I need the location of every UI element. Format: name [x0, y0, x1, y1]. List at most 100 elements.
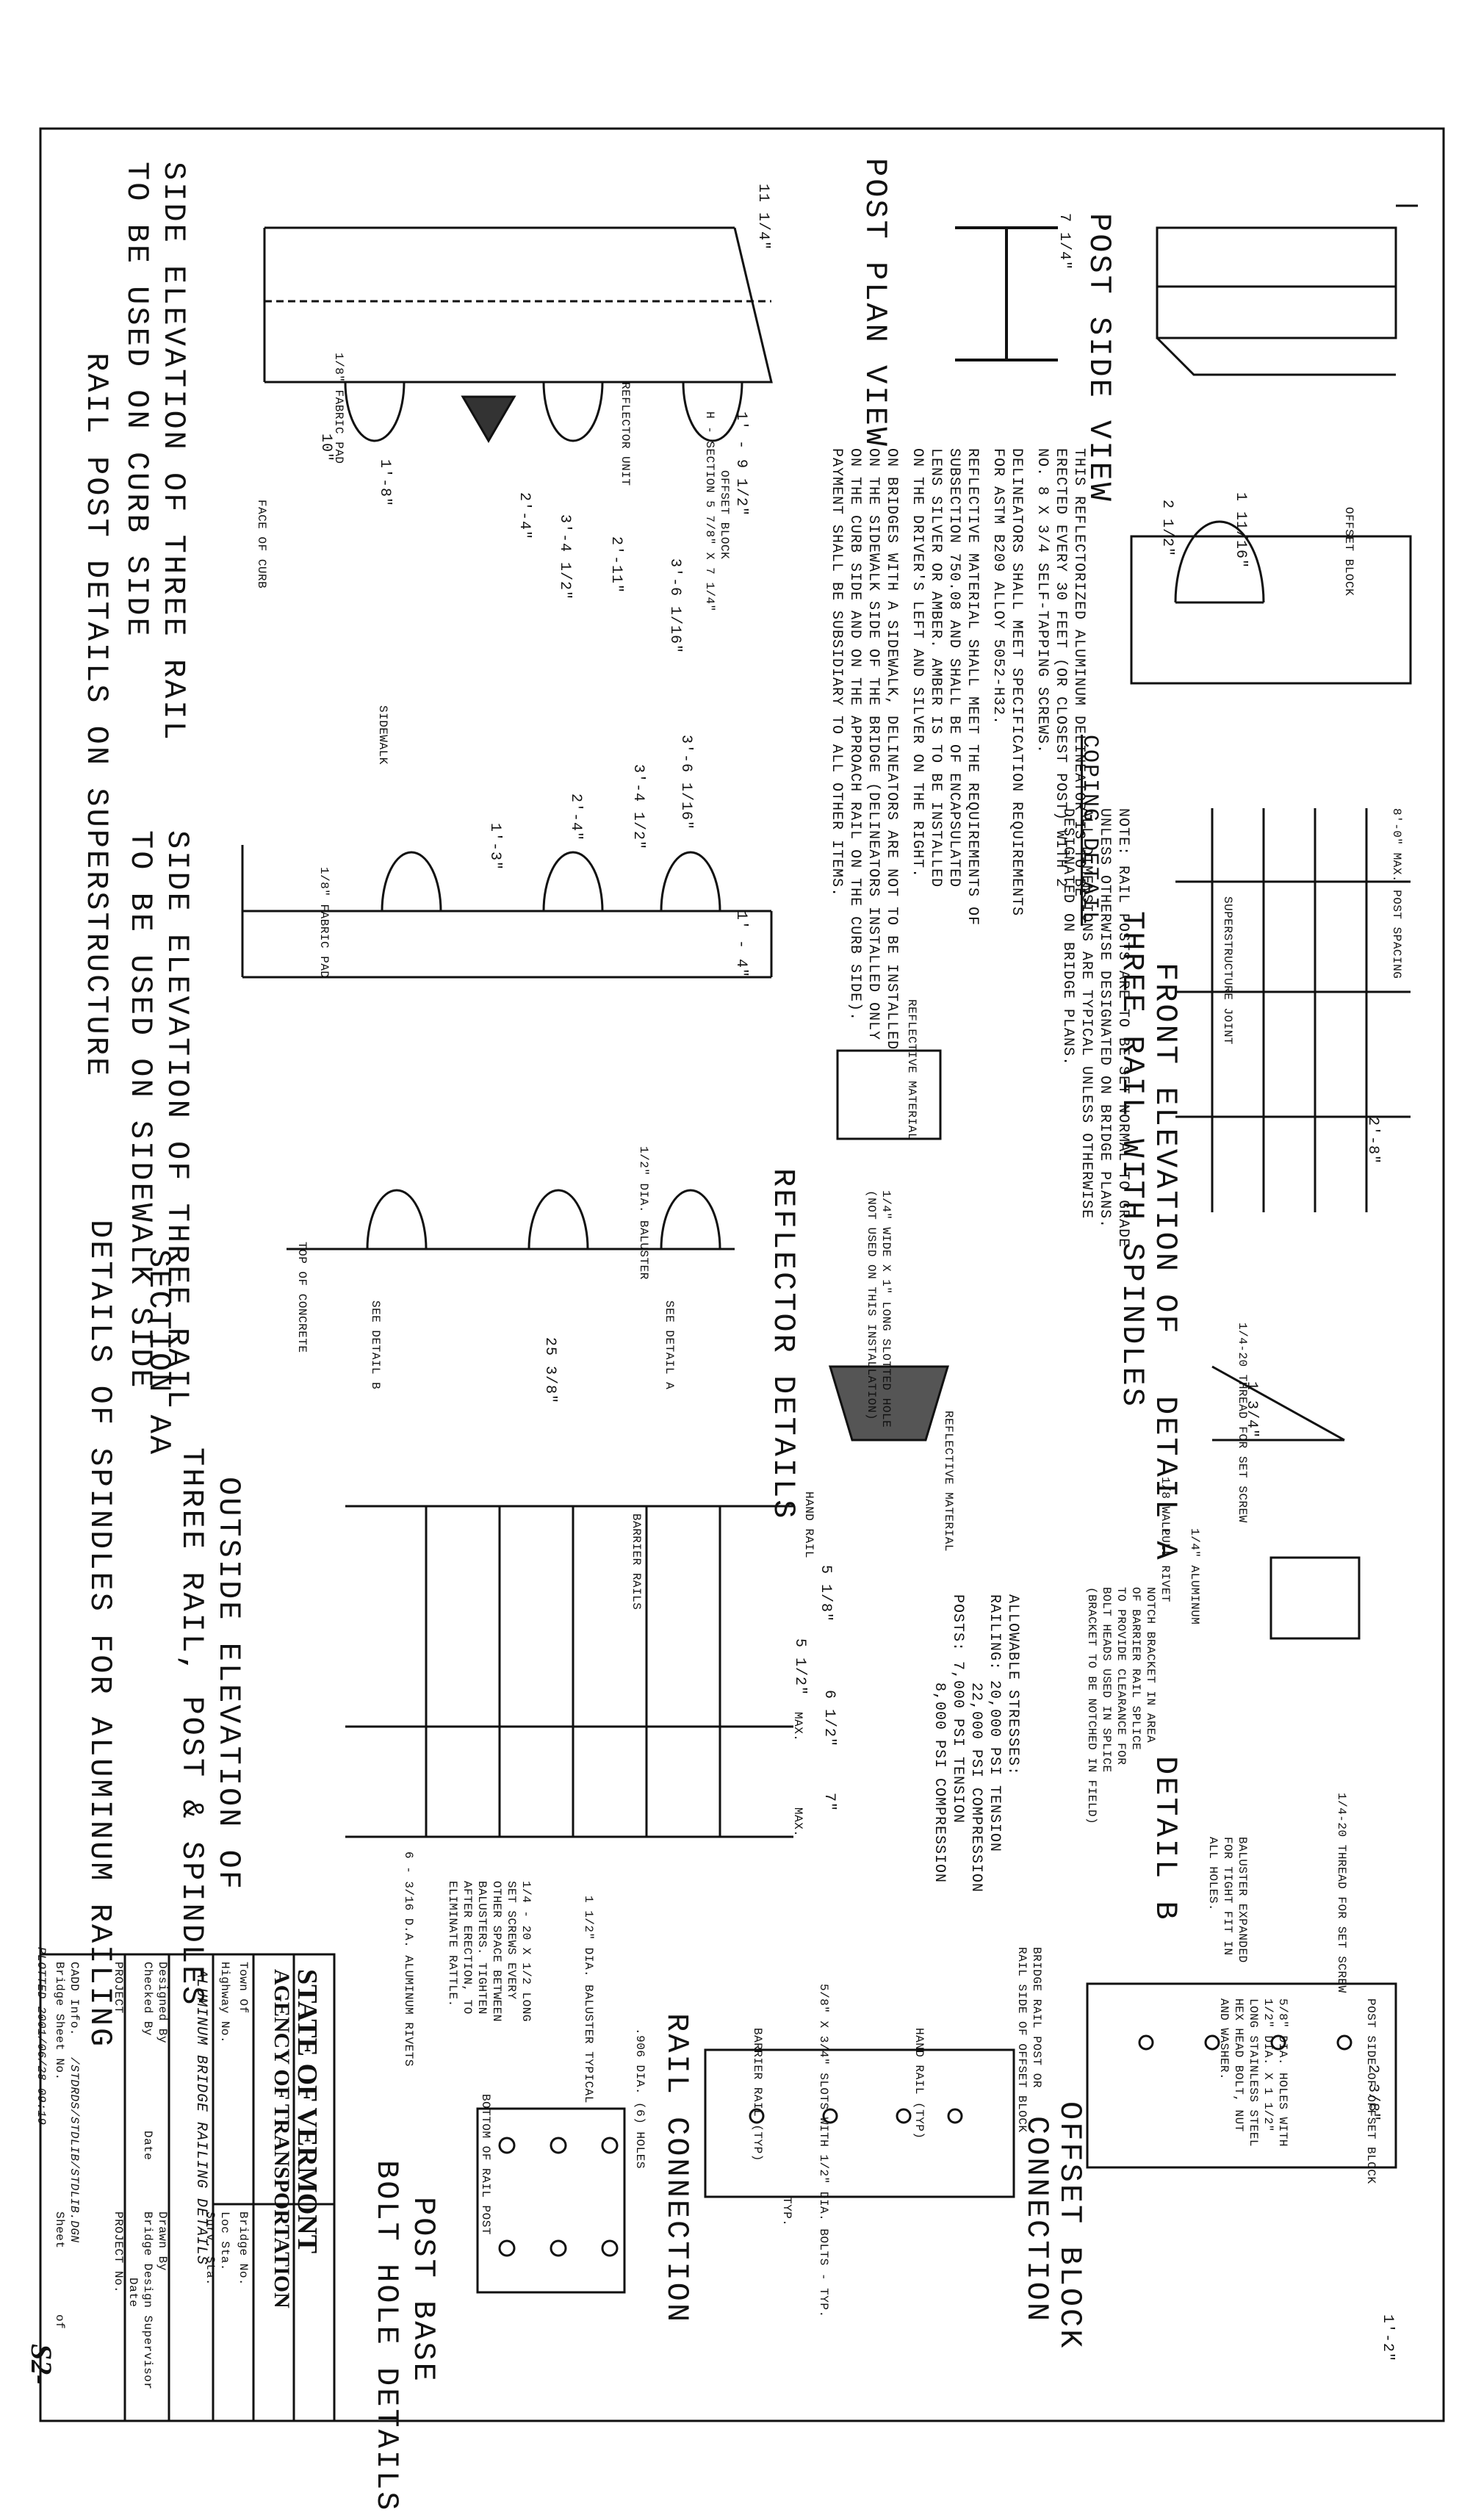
- offset-block-label: OFFSET BLOCK: [718, 470, 731, 560]
- note-line: UNLESS OTHERWISE DESIGNATED ON BRIDGE PL…: [1096, 808, 1113, 1229]
- front-elevation-drawing: [1175, 808, 1411, 1212]
- note-line: RAIL SIDE OF OFFSET BLOCK: [1015, 1947, 1029, 2133]
- note-line: PAYMENT SHALL BE SUBSIDIARY TO ALL OTHER…: [828, 448, 845, 898]
- max-label: MAX.: [791, 1807, 804, 1838]
- dimension: 1'-8": [376, 459, 393, 508]
- cadd-info-label: CADD Info.: [68, 1962, 81, 2037]
- agency-title-2: AGENCY OF TRANSPORTATION: [270, 1969, 294, 2308]
- note-line: BOLT HEADS USED IN SPLICE: [1100, 1587, 1113, 1773]
- drawing-title: ALUMINUM BRIDGE RAILING DETAILS: [192, 1969, 209, 2266]
- outside-elevation-title-2: THREE RAIL, POST & SPINDLES: [174, 1447, 209, 2007]
- project-no-label: PROJECT No.: [112, 2212, 125, 2294]
- typ-label: TYP.: [780, 2197, 793, 2227]
- note-line: BRIDGE RAIL POST OR: [1030, 1947, 1043, 2088]
- note-line: ON THE SIDEWALK SIDE OF THE BRIDGE (DELI…: [865, 448, 882, 1041]
- note-line: RAILING: 20,000 PSI TENSION: [986, 1594, 1003, 1853]
- note-line: TO PROVIDE CLEARANCE FOR: [1114, 1587, 1128, 1766]
- note-line: 1/4" WIDE X 1" LONG SLOTTED HOLE: [879, 1190, 893, 1428]
- note-line: 1/4 - 20 X 1/2 LONG: [519, 1881, 533, 2022]
- side-elevation-curb-drawing: [263, 226, 773, 443]
- town-of-label: Town Of: [237, 1962, 250, 2014]
- post-side-view-drawing: [1156, 204, 1418, 376]
- top-of-concrete-label: TOP OF CONCRETE: [295, 1242, 309, 1353]
- note-line: NO. 8 X 3/4 SELF-TAPPING SCREWS.: [1034, 448, 1051, 755]
- note-line: ALLOWABLE STRESSES:: [1004, 1594, 1021, 1777]
- dimension: 1' - 4": [732, 911, 749, 979]
- front-elevation-title-1: FRONT ELEVATION OF: [1148, 962, 1183, 1336]
- dimension: 11 1/4": [754, 184, 771, 251]
- barrier-rail-typ-label: BARRIER RAIL (TYP): [751, 2028, 764, 2162]
- note-line: 6 - 3/16 D.A. ALUMINUM RIVETS: [402, 1851, 415, 2067]
- note-line: ALL DIMENSIONS ARE TYPICAL UNLESS OTHERW…: [1078, 808, 1095, 1220]
- note-line: OF BARRIER RAIL SPLICE: [1129, 1587, 1142, 1751]
- baluster-typical-label: 1 1/2" DIA. BALUSTER TYPICAL: [582, 1896, 595, 2103]
- dimension: 2'-4": [567, 793, 584, 842]
- reflector-unit-label: REFLECTOR UNIT: [619, 382, 632, 486]
- bottom-of-rail-post-label: BOTTOM OF RAIL POST: [479, 2094, 492, 2235]
- offset-block-label: OFFSET BLOCK: [1342, 507, 1355, 597]
- detail-b-title: DETAIL B: [1148, 1756, 1183, 1922]
- dimension: 25 3/8": [541, 1337, 558, 1405]
- face-of-curb-label: FACE OF CURB: [255, 500, 268, 589]
- dimension: 2'-8": [1364, 1117, 1381, 1165]
- max-post-spacing-label: 8'-0" MAX. POST SPACING: [1390, 808, 1403, 979]
- post-base-drawing: [476, 2107, 626, 2294]
- side-elevation-curb-title-1: SIDE ELEVATION OF THREE RAIL: [156, 162, 191, 742]
- drawn-by-label: Drawn By: [156, 2212, 169, 2271]
- note-line: POSTS: 7,000 PSI TENSION: [949, 1594, 966, 1824]
- note-line: 8,000 PSI COMPRESSION: [931, 1683, 948, 1884]
- note-line: FOR ASTM B209 ALLOY 5052-H32.: [990, 448, 1006, 726]
- section-aa-drawing: [287, 1189, 735, 1250]
- note-line: ON BRIDGES WITH A SIDEWALK, DELINEATORS …: [883, 448, 900, 1051]
- of-label: of: [53, 2314, 66, 2330]
- barrier-rails-label: BARRIER RAILS: [630, 1514, 643, 1611]
- hand-rail-typ-label: HAND RAIL (TYP): [912, 2028, 926, 2139]
- note-line: AND WASHER.: [1217, 1998, 1231, 2081]
- details-spindles-title: DETAILS OF SPINDLES FOR ALUMINUM RAILING: [82, 1220, 118, 2049]
- see-detail-a-label: SEE DETAIL A: [663, 1300, 676, 1390]
- post-base-title-1: POST BASE: [406, 2197, 441, 2383]
- note-line: HEX HEAD BOLT, NUT: [1232, 1998, 1245, 2132]
- rail-connection-drawing: [704, 2048, 1015, 2198]
- dimension: 3'-6 1/16": [677, 735, 694, 831]
- sheet-number: S2-: [25, 2344, 58, 2385]
- note-line: NOTE: RAIL POSTS ARE TO BE SET NORMAL TO…: [1114, 808, 1131, 1248]
- offset-block-title-1: OFFSET BLOCK: [1052, 2101, 1087, 2350]
- note-line: (NOT USED ON THIS INSTALLATION): [865, 1190, 878, 1421]
- side-elevation-curb-title-2: TO BE USED ON CURB SIDE: [119, 162, 154, 638]
- note-line: BALUSTERS. TIGHTEN: [475, 1881, 489, 2015]
- post-base-title-2: BOLT HOLE DETAILS: [369, 2160, 404, 2512]
- note-line: NOTCH BRACKET IN AREA: [1144, 1587, 1157, 1743]
- baluster-dia-label: 1/2" DIA. BALUSTER: [637, 1146, 650, 1280]
- outside-elevation-title-1: OUTSIDE ELEVATION OF: [211, 1477, 246, 1892]
- dimension: 1 3/4": [1243, 1381, 1260, 1439]
- reflector-details-title: REFLECTOR DETAILS: [766, 1168, 801, 1521]
- pull-rivet-label: PULL RIVET: [1159, 1528, 1172, 1603]
- dimension: 3'-6 1/16": [666, 558, 683, 655]
- designed-by-label: Designed By: [156, 1962, 169, 2044]
- dimension: 3'-4 1/2": [556, 514, 573, 601]
- thread-set-screw-label: 1/4-20 THREAD FOR SET SCREW: [1335, 1793, 1348, 1993]
- dimension: 7": [821, 1793, 838, 1813]
- note-line: SET SCREWS EVERY: [505, 1881, 518, 2000]
- checked-by-label: Checked By: [141, 1962, 154, 2037]
- aluminum-label: 1/4" ALUMINUM: [1188, 1528, 1201, 1625]
- holes-906-label: .906 DIA. (6) HOLES: [633, 2028, 646, 2169]
- sheet-label: Sheet: [53, 2212, 66, 2249]
- note-line: OTHER SPACE BETWEEN: [490, 1881, 503, 2022]
- note-line: BALUSTER EXPANDED: [1236, 1837, 1249, 1963]
- note-line: 22,000 PSI COMPRESSION: [968, 1683, 984, 1893]
- note-line: (BRACKET TO BE NOTCHED IN FIELD): [1085, 1587, 1098, 1825]
- aluminum-wall-label: 1/8 WALL: [1159, 1477, 1172, 1536]
- cadd-path: /STDRDS/STDLIB/STDLIB.DGN: [68, 2057, 81, 2243]
- dimension: 1' - 9 1/2": [732, 411, 749, 517]
- outside-elevation-drawing: [345, 1505, 793, 1838]
- note-line: AFTER ERECTION, TO: [461, 1881, 474, 2015]
- note-line: REFLECTIVE MATERIAL SHALL MEET THE REQUI…: [964, 448, 981, 926]
- bridge-sheet-no-label: Bridge Sheet No.: [53, 1962, 66, 2081]
- dimension: 5 1/8": [817, 1565, 834, 1623]
- bridge-design-supervisor-label: Bridge Design Supervisor: [141, 2212, 154, 2390]
- offset-block-title-2: CONNECTION: [1019, 2116, 1054, 2324]
- highway-no-label: Highway No.: [218, 1962, 231, 2044]
